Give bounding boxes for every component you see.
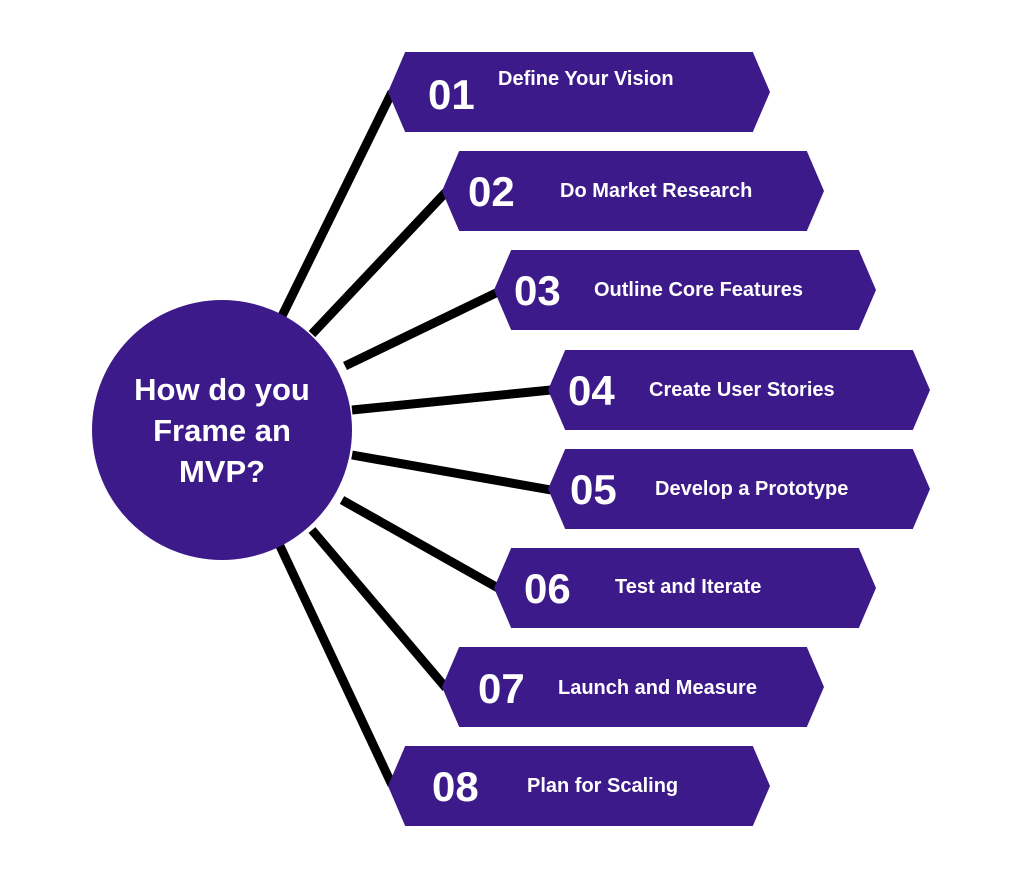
step-07: 07 Launch and Measure: [442, 647, 824, 727]
step-number: 01: [428, 71, 475, 118]
hub-title: How do you Frame an MVP?: [134, 371, 310, 489]
step-number: 07: [478, 665, 525, 712]
step-05: 05 Develop a Prototype: [548, 449, 930, 529]
hub-circle: How do you Frame an MVP?: [92, 300, 352, 560]
step-03: 03 Outline Core Features: [494, 250, 876, 330]
step-number: 03: [514, 267, 561, 314]
step-number: 05: [570, 466, 617, 513]
connector-line: [343, 287, 500, 371]
step-label: Define Your Vision: [498, 68, 674, 90]
connector-line: [308, 527, 450, 691]
step-label: Plan for Scaling: [527, 775, 679, 797]
connector-line: [351, 385, 552, 415]
step-label: Outline Core Features: [594, 279, 803, 301]
step-label: Do Market Research: [560, 180, 753, 202]
step-number: 06: [524, 565, 571, 612]
step-01: 01 Define Your Vision: [388, 52, 770, 132]
step-number: 08: [432, 763, 479, 810]
connector-line: [308, 188, 450, 338]
connector-line: [275, 544, 397, 787]
step-04: 04 Create User Stories: [548, 350, 930, 430]
step-label: Create User Stories: [649, 379, 835, 401]
connector-line: [339, 496, 501, 592]
step-06: 06 Test and Iterate: [494, 548, 876, 628]
step-number: 04: [568, 367, 615, 414]
step-number: 02: [468, 168, 515, 215]
connector-line: [351, 450, 552, 495]
step-label: Test and Iterate: [615, 576, 762, 598]
step-02: 02 Do Market Research: [442, 151, 824, 231]
step-08: 08 Plan for Scaling: [388, 746, 770, 826]
step-label: Develop a Prototype: [655, 478, 849, 500]
connector-line: [277, 90, 397, 318]
step-label: Launch and Measure: [558, 677, 757, 699]
